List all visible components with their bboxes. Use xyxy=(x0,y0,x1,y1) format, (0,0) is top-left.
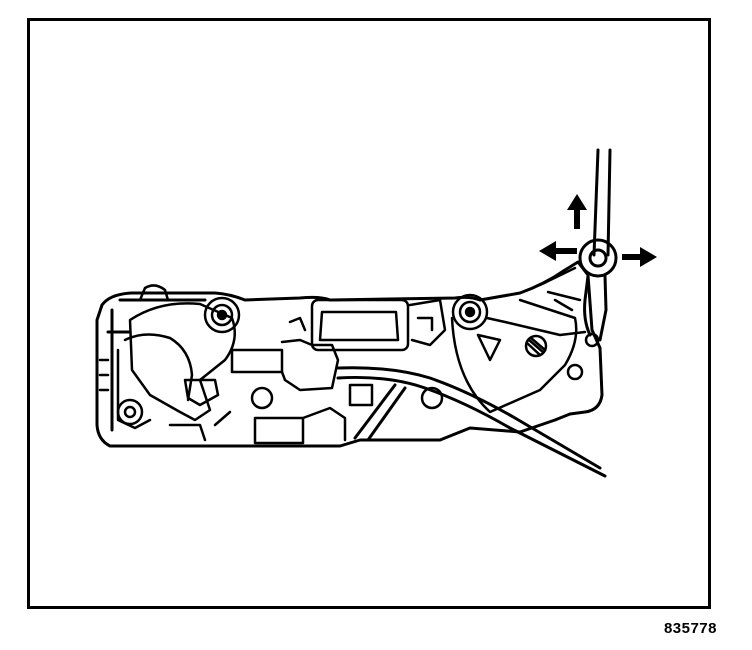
figure-number: 835778 xyxy=(663,620,717,637)
left-lever-assembly xyxy=(100,285,239,440)
latch-housing xyxy=(97,262,602,446)
arrow-right-icon xyxy=(622,247,657,267)
actuator-cable xyxy=(338,368,605,476)
rod-and-clip xyxy=(580,150,616,340)
arrow-up-icon xyxy=(567,194,587,229)
arrow-left-icon xyxy=(539,241,577,261)
center-actuator xyxy=(232,300,445,443)
right-lever-assembly xyxy=(452,268,598,412)
